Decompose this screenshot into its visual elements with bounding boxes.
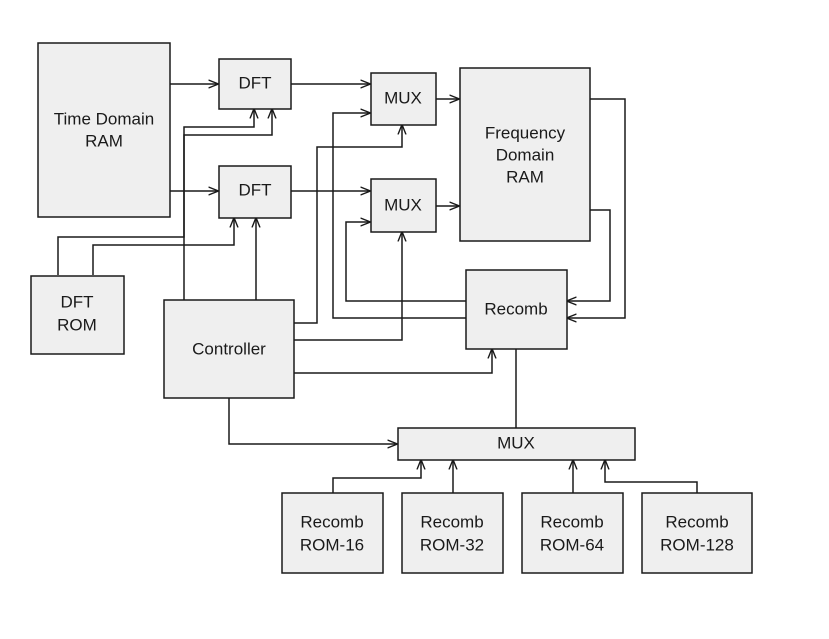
time-domain-ram-block: Time Domain RAM: [37, 42, 171, 218]
wire-dftrom-to-dft-bottom: [92, 218, 234, 275]
dft-rom-block: DFT ROM: [30, 275, 125, 355]
wire-freqram-to-recomb-a: [567, 98, 626, 318]
recomb-rom-128-block: Recomb ROM-128: [641, 492, 753, 574]
wire-rom128-to-mux-bottom: [605, 460, 698, 493]
wire-controller-to-mux-bottom: [228, 398, 397, 444]
wire-recomb-to-mux-mid: [345, 222, 466, 302]
recomb-block: Recomb: [465, 269, 568, 350]
frequency-domain-ram-label-3: RAM: [506, 167, 544, 186]
wire-controller-to-mux-mid-select: [294, 232, 402, 341]
dft-top-label: DFT: [238, 73, 271, 92]
wire-controller-to-recomb: [294, 349, 492, 374]
time-domain-ram-label-2: RAM: [85, 131, 123, 150]
connections: [57, 84, 698, 493]
wire-controller-to-mux-top-select: [294, 125, 402, 324]
mux-top-block: MUX: [370, 72, 437, 126]
time-domain-ram-label-1: Time Domain: [54, 109, 154, 128]
recomb-rom-32-label-2: ROM-32: [420, 535, 484, 554]
dft-bottom-label: DFT: [238, 180, 271, 199]
recomb-rom-64-block: Recomb ROM-64: [521, 492, 624, 574]
frequency-domain-ram-block: Frequency Domain RAM: [459, 67, 591, 242]
mux-bottom-block: MUX: [397, 427, 636, 461]
frequency-domain-ram-label-1: Frequency: [485, 123, 566, 142]
recomb-rom-64-label-1: Recomb: [540, 512, 603, 531]
recomb-rom-64-label-2: ROM-64: [540, 535, 604, 554]
wire-rom16-to-mux-bottom: [332, 460, 421, 493]
controller-block: Controller: [163, 299, 295, 399]
dft-rom-label-1: DFT: [60, 292, 93, 311]
recomb-rom-128-label-2: ROM-128: [660, 535, 734, 554]
mux-bottom-label: MUX: [497, 433, 535, 452]
recomb-rom-16-block: Recomb ROM-16: [281, 492, 384, 574]
recomb-rom-128-label-1: Recomb: [665, 512, 728, 531]
dft-bottom-block: DFT: [218, 165, 292, 219]
mux-mid-block: MUX: [370, 178, 437, 233]
mux-mid-label: MUX: [384, 195, 422, 214]
recomb-rom-32-block: Recomb ROM-32: [401, 492, 504, 574]
controller-label: Controller: [192, 339, 266, 358]
frequency-domain-ram-label-2: Domain: [496, 145, 555, 164]
wire-controller-to-dft-top: [183, 109, 272, 300]
wire-freqram-to-recomb-b: [567, 209, 611, 301]
mux-top-label: MUX: [384, 88, 422, 107]
recomb-rom-16-label-2: ROM-16: [300, 535, 364, 554]
recomb-label: Recomb: [484, 299, 547, 318]
dft-rom-label-2: ROM: [57, 315, 97, 334]
recomb-rom-16-label-1: Recomb: [300, 512, 363, 531]
recomb-rom-32-label-1: Recomb: [420, 512, 483, 531]
wire-recomb-to-mux-top: [332, 113, 466, 319]
dft-top-block: DFT: [218, 58, 292, 110]
